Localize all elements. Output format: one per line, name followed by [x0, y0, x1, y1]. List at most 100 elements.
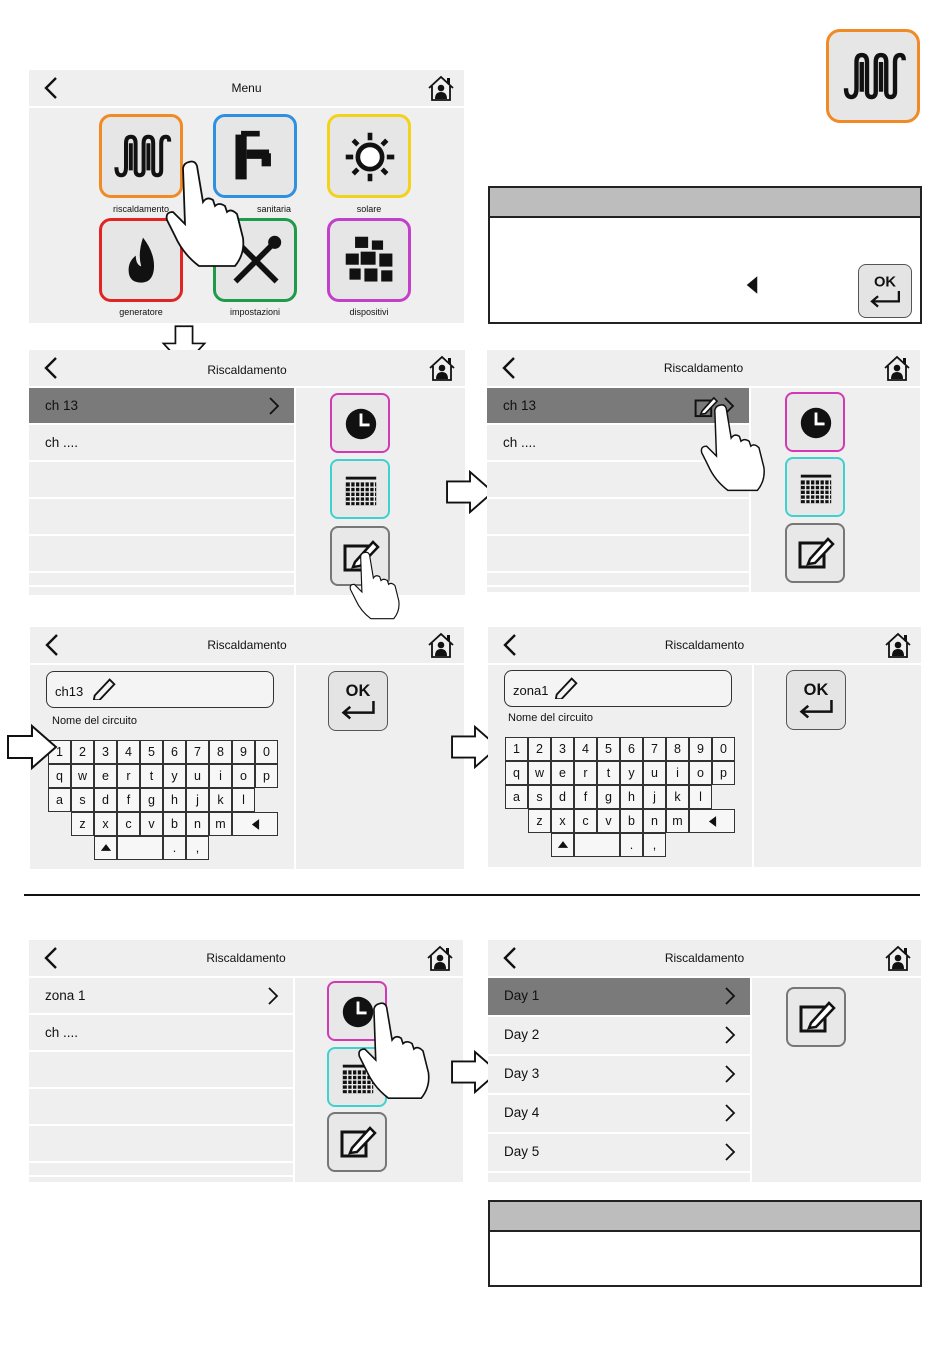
shift-key[interactable]: [551, 833, 574, 857]
key[interactable]: g: [597, 785, 620, 809]
list-item[interactable]: ch 13: [487, 388, 749, 425]
key[interactable]: b: [620, 809, 643, 833]
key[interactable]: v: [140, 812, 163, 836]
key[interactable]: s: [71, 788, 94, 812]
list-item[interactable]: [29, 1052, 293, 1089]
list-item[interactable]: [487, 462, 749, 499]
key[interactable]: e: [551, 761, 574, 785]
key[interactable]: 1: [505, 737, 528, 761]
key[interactable]: 9: [232, 740, 255, 764]
tile-dispositivi[interactable]: [327, 218, 411, 302]
key[interactable]: q: [48, 764, 71, 788]
shift-key[interactable]: [94, 836, 117, 860]
ok-button[interactable]: [786, 670, 846, 730]
calendar-button[interactable]: [785, 457, 845, 517]
key[interactable]: .: [620, 833, 643, 857]
list-item[interactable]: zona 1: [29, 978, 293, 1015]
key[interactable]: 3: [94, 740, 117, 764]
key[interactable]: u: [186, 764, 209, 788]
key[interactable]: w: [71, 764, 94, 788]
key[interactable]: 9: [689, 737, 712, 761]
list-item[interactable]: ch ....: [29, 1015, 293, 1052]
clock-button[interactable]: [330, 393, 390, 453]
edit-button[interactable]: [785, 523, 845, 583]
key[interactable]: g: [140, 788, 163, 812]
list-item[interactable]: ch ....: [487, 425, 749, 462]
key[interactable]: i: [666, 761, 689, 785]
key[interactable]: k: [209, 788, 232, 812]
list-item[interactable]: Day 1: [488, 978, 750, 1017]
list-item[interactable]: Day 2: [488, 1017, 750, 1056]
list-item[interactable]: [29, 499, 294, 536]
list-item[interactable]: [29, 573, 294, 587]
list-item[interactable]: Day 4: [488, 1095, 750, 1134]
key[interactable]: z: [528, 809, 551, 833]
key[interactable]: 7: [643, 737, 666, 761]
key[interactable]: y: [620, 761, 643, 785]
key[interactable]: x: [551, 809, 574, 833]
ok-button[interactable]: [328, 671, 388, 731]
key[interactable]: y: [163, 764, 186, 788]
key[interactable]: l: [232, 788, 255, 812]
key[interactable]: 3: [551, 737, 574, 761]
list-item[interactable]: [29, 1126, 293, 1163]
list-item[interactable]: ch ....: [29, 425, 294, 462]
key[interactable]: d: [94, 788, 117, 812]
list-item[interactable]: [487, 499, 749, 536]
edit-button[interactable]: [786, 987, 846, 1047]
key[interactable]: u: [643, 761, 666, 785]
key[interactable]: j: [643, 785, 666, 809]
key[interactable]: f: [117, 788, 140, 812]
key[interactable]: n: [643, 809, 666, 833]
key[interactable]: ,: [186, 836, 209, 860]
backspace-key[interactable]: [232, 812, 278, 836]
key[interactable]: z: [71, 812, 94, 836]
key[interactable]: v: [597, 809, 620, 833]
key[interactable]: 6: [620, 737, 643, 761]
key[interactable]: 6: [163, 740, 186, 764]
key[interactable]: b: [163, 812, 186, 836]
key[interactable]: o: [232, 764, 255, 788]
clock-button[interactable]: [785, 392, 845, 452]
home-icon[interactable]: [426, 631, 456, 659]
key[interactable]: 2: [71, 740, 94, 764]
key[interactable]: 5: [597, 737, 620, 761]
list-item[interactable]: [29, 536, 294, 573]
key[interactable]: .: [163, 836, 186, 860]
list-item[interactable]: [29, 1089, 293, 1126]
key[interactable]: a: [505, 785, 528, 809]
space-key[interactable]: [574, 833, 620, 857]
list-item[interactable]: [487, 573, 749, 587]
key[interactable]: h: [163, 788, 186, 812]
key[interactable]: r: [117, 764, 140, 788]
key[interactable]: 5: [140, 740, 163, 764]
key[interactable]: i: [209, 764, 232, 788]
key[interactable]: c: [117, 812, 140, 836]
key[interactable]: r: [574, 761, 597, 785]
list-item[interactable]: [29, 1163, 293, 1177]
key[interactable]: 0: [712, 737, 735, 761]
edit-button[interactable]: [327, 1112, 387, 1172]
key[interactable]: p: [712, 761, 735, 785]
key[interactable]: 4: [117, 740, 140, 764]
key[interactable]: 8: [666, 737, 689, 761]
key[interactable]: h: [620, 785, 643, 809]
key[interactable]: a: [48, 788, 71, 812]
key[interactable]: n: [186, 812, 209, 836]
tile-generatore[interactable]: [99, 218, 183, 302]
space-key[interactable]: [117, 836, 163, 860]
home-icon[interactable]: [426, 74, 456, 102]
key[interactable]: k: [666, 785, 689, 809]
key[interactable]: m: [666, 809, 689, 833]
key[interactable]: s: [528, 785, 551, 809]
key[interactable]: q: [505, 761, 528, 785]
key[interactable]: d: [551, 785, 574, 809]
key[interactable]: o: [689, 761, 712, 785]
list-item[interactable]: [29, 462, 294, 499]
home-icon[interactable]: [883, 631, 913, 659]
home-icon[interactable]: [427, 354, 457, 382]
key[interactable]: t: [140, 764, 163, 788]
key[interactable]: w: [528, 761, 551, 785]
list-item[interactable]: [487, 536, 749, 573]
circuit-name-input[interactable]: zona1: [504, 670, 732, 707]
